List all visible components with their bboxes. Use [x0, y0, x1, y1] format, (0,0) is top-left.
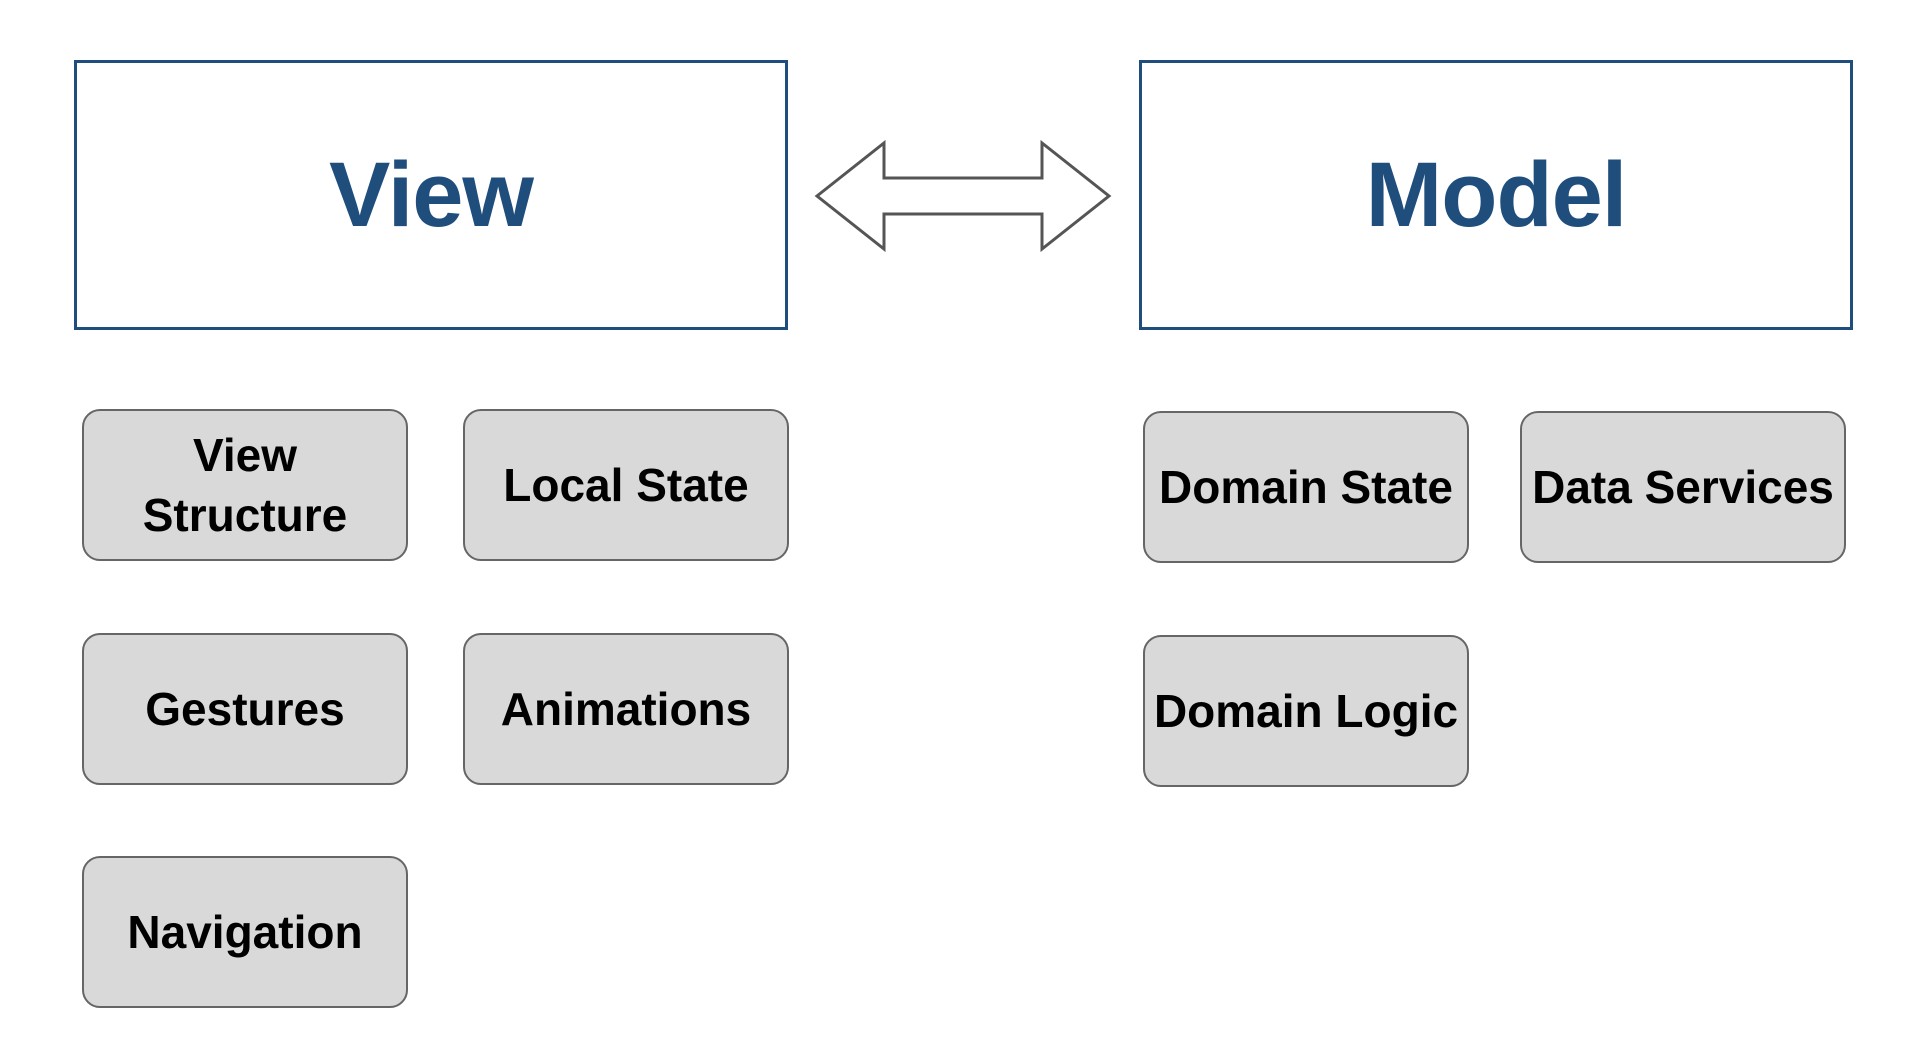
concept-label: View Structure: [142, 429, 348, 541]
navigation-box: Navigation: [82, 856, 408, 1008]
view-structure-box: View Structure: [82, 409, 408, 561]
double-arrow-icon: [814, 140, 1112, 252]
domain-state-box: Domain State: [1143, 411, 1469, 563]
concept-label: Animations: [500, 683, 752, 735]
view-header-box: View: [74, 60, 788, 330]
view-header-label: View: [329, 143, 534, 246]
local-state-box: Local State: [463, 409, 789, 561]
concept-label: Domain Logic: [1153, 685, 1459, 737]
gestures-box: Gestures: [82, 633, 408, 785]
domain-logic-box: Domain Logic: [1143, 635, 1469, 787]
data-services-box: Data Services: [1520, 411, 1846, 563]
concept-label: Gestures: [145, 683, 345, 735]
concept-label: Navigation: [127, 906, 363, 958]
model-header-label: Model: [1365, 143, 1628, 246]
concept-label: Data Services: [1532, 461, 1834, 513]
animations-box: Animations: [463, 633, 789, 785]
model-header-box: Model: [1139, 60, 1853, 330]
concept-label: Domain State: [1159, 461, 1453, 513]
concept-label: Local State: [503, 459, 749, 511]
